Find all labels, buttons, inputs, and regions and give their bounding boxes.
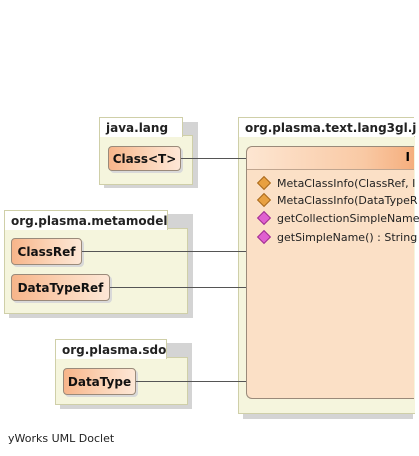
- connector-datatype: [136, 381, 246, 382]
- method-icon: [256, 229, 272, 245]
- connector-class-t: [181, 158, 246, 159]
- package-java-lang-name: java.lang: [99, 117, 183, 137]
- method-get-collection-simple-name: getCollectionSimpleName: [256, 210, 419, 226]
- connector-datatyperef: [110, 287, 246, 288]
- connector-classref: [82, 251, 246, 252]
- constructor-icon: [256, 192, 272, 208]
- class-datatype[interactable]: DataType: [63, 368, 136, 395]
- class-metaclassinfo[interactable]: I MetaClassInfo(ClassRef, I MetaClassInf…: [246, 146, 419, 399]
- method-icon: [256, 210, 272, 226]
- class-datatyperef[interactable]: DataTypeRef: [11, 274, 110, 301]
- constructor-icon: [256, 175, 272, 191]
- package-metamodel-name: org.plasma.metamodel: [4, 210, 168, 230]
- class-classref[interactable]: ClassRef: [11, 238, 82, 265]
- package-sdo-name: org.plasma.sdo: [55, 339, 167, 359]
- class-header: I: [247, 147, 414, 170]
- method-constructor-datatyperef: MetaClassInfo(DataTypeR: [256, 192, 418, 208]
- class-class-t[interactable]: Class<T>: [108, 146, 181, 171]
- method-constructor-classref: MetaClassInfo(ClassRef, I: [256, 175, 415, 191]
- package-main-name: org.plasma.text.lang3gl.j: [238, 117, 416, 137]
- footer-credit: yWorks UML Doclet: [8, 432, 115, 445]
- method-get-simple-name: getSimpleName() : String: [256, 229, 417, 245]
- class-name-fragment: I: [405, 150, 410, 164]
